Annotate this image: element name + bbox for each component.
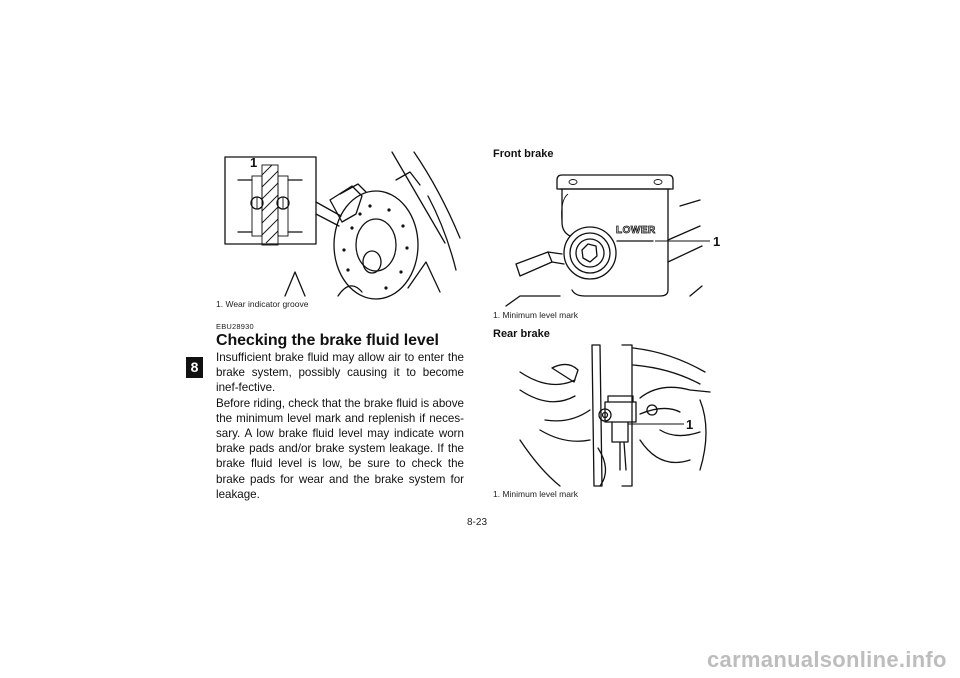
front-brake-callout: 1 xyxy=(713,234,721,249)
chapter-tab: 8 xyxy=(186,357,203,378)
section-title: Checking the brake fluid level xyxy=(216,332,439,349)
watermark-link[interactable]: carmanualsonline.info xyxy=(707,647,947,672)
section-code: EBU28930 xyxy=(216,322,254,331)
rear-brake-caption: 1. Minimum level mark xyxy=(493,489,579,499)
rear-brake-callout: 1 xyxy=(686,417,694,432)
front-brake-caption: 1. Minimum level mark xyxy=(493,310,579,320)
paragraph-1: Insufficient brake fluid may allow air t… xyxy=(216,351,464,395)
figure1-caption: 1. Wear indicator groove xyxy=(216,299,309,309)
figure1-callout: 1 xyxy=(250,155,258,170)
page-number: 8-23 xyxy=(467,517,488,528)
rear-brake-title: Rear brake xyxy=(493,328,550,340)
paragraph-2: Before riding, check that the brake flui… xyxy=(216,396,464,501)
front-brake-lower-mark: LOWER xyxy=(616,225,656,237)
section-body: Insufficient brake fluid may allow air t… xyxy=(216,350,464,502)
front-brake-title: Front brake xyxy=(493,148,554,160)
